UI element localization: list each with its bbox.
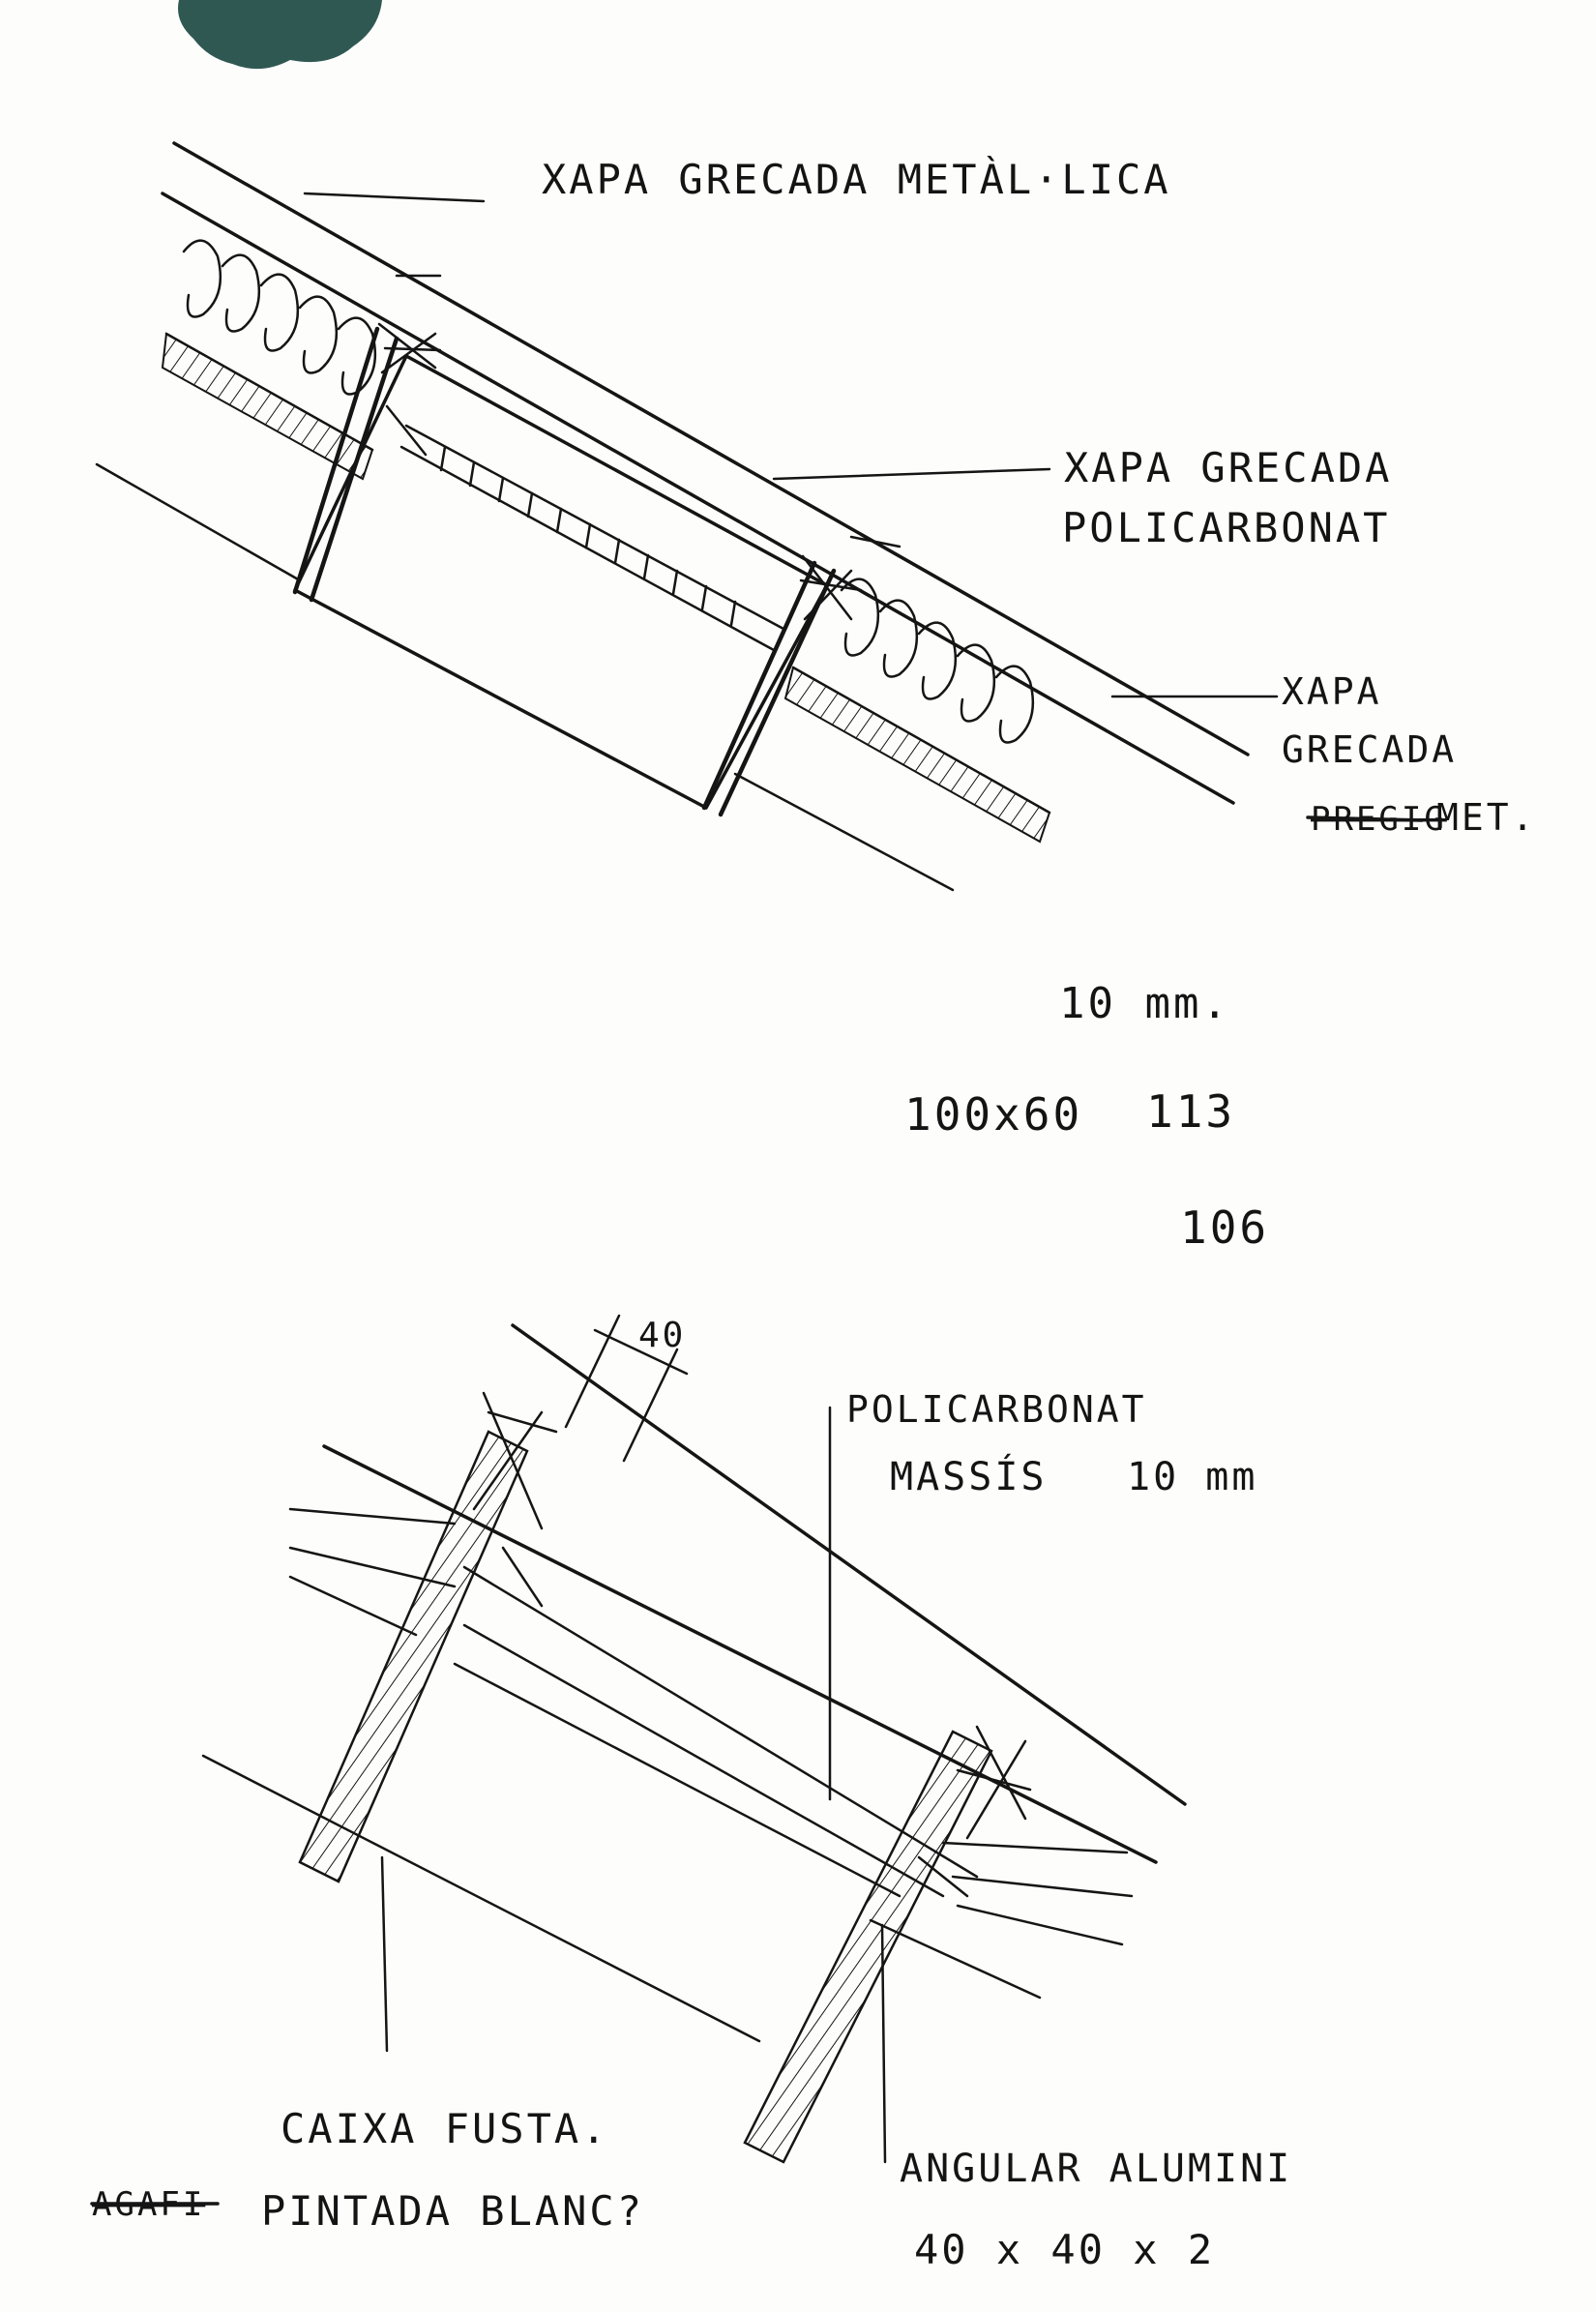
dim-ext-1 xyxy=(564,1314,621,1429)
label-policarbonat: POLICARBONAT xyxy=(1062,504,1390,551)
leader-main xyxy=(303,192,486,203)
skylight-box xyxy=(293,354,829,810)
b-wall-right xyxy=(743,1730,993,2164)
b-roof-line-2 xyxy=(322,1444,1158,1864)
box-wall-left-b xyxy=(309,336,399,603)
ceiling-line-left xyxy=(95,462,302,582)
b-structure-right xyxy=(941,1841,1134,1946)
leader-mid xyxy=(772,467,1051,481)
label-caixa-fusta: CAIXA FUSTA. xyxy=(281,2105,608,2152)
label-policarbonat-b: POLICARBONAT xyxy=(846,1388,1147,1431)
frame-left-x xyxy=(377,322,442,457)
box-wall-right xyxy=(701,560,817,811)
label-met: MET. xyxy=(1436,796,1537,839)
bottom-section-drawing xyxy=(201,1314,1187,2164)
b-wall-left xyxy=(298,1430,529,1883)
label-xapa-right: XAPA xyxy=(1282,670,1382,713)
insulation-right xyxy=(840,578,1035,744)
note-106: 106 xyxy=(1180,1201,1269,1254)
b-poly-3 xyxy=(453,1662,901,1898)
label-massis: MASSÍS xyxy=(890,1453,1048,1499)
ink-stain xyxy=(178,0,382,70)
label-xapa-metallica: XAPA GRECADA METÀL·LICA xyxy=(542,155,1171,203)
structure-right xyxy=(783,666,1051,844)
dim-line xyxy=(593,1328,689,1376)
b-ceiling-left xyxy=(201,1754,761,2043)
frame-right-x xyxy=(799,554,863,621)
ceiling-line-right xyxy=(733,772,955,892)
b-frame-right xyxy=(917,1725,1032,1898)
dim-ext-2 xyxy=(622,1348,679,1463)
b-frame-left xyxy=(472,1391,558,1608)
label-pintada-blanc: PINTADA BLANC? xyxy=(261,2187,644,2235)
b-leader-angle xyxy=(880,1923,887,2164)
label-10mm-b: 10 mm xyxy=(1127,1455,1257,1499)
top-section-drawing xyxy=(95,141,1279,892)
b-leader-box xyxy=(380,1855,389,2053)
polycarbonate-top xyxy=(404,424,785,631)
insulation-left xyxy=(182,239,377,396)
structure-left xyxy=(161,332,374,481)
note-10mm: 10 mm. xyxy=(1059,979,1230,1028)
note-100x60: 100x60 xyxy=(904,1088,1082,1141)
roof-line-1 xyxy=(172,141,1250,756)
polycarbonate-bottom xyxy=(399,445,776,652)
frame-tick-right xyxy=(849,535,901,548)
polycarbonate-ribs xyxy=(439,445,737,627)
label-angular-size: 40 x 40 x 2 xyxy=(914,2226,1215,2273)
strike-scribble xyxy=(1306,815,1424,822)
box-wall-right-b xyxy=(718,568,837,817)
roof-line-2 xyxy=(161,192,1235,805)
label-grecada-right: GRECADA xyxy=(1282,728,1457,771)
b-poly-2 xyxy=(462,1623,945,1898)
b-poly-1 xyxy=(462,1565,979,1879)
note-113: 113 xyxy=(1146,1085,1235,1138)
b-roof-line-1 xyxy=(511,1323,1187,1806)
label-angular-alumini: ANGULAR ALUMINI xyxy=(900,2147,1292,2191)
label-xapa-grecada: XAPA GRECADA xyxy=(1064,444,1392,491)
label-dim-40: 40 xyxy=(638,1316,686,1355)
box-wall-left xyxy=(292,326,380,595)
